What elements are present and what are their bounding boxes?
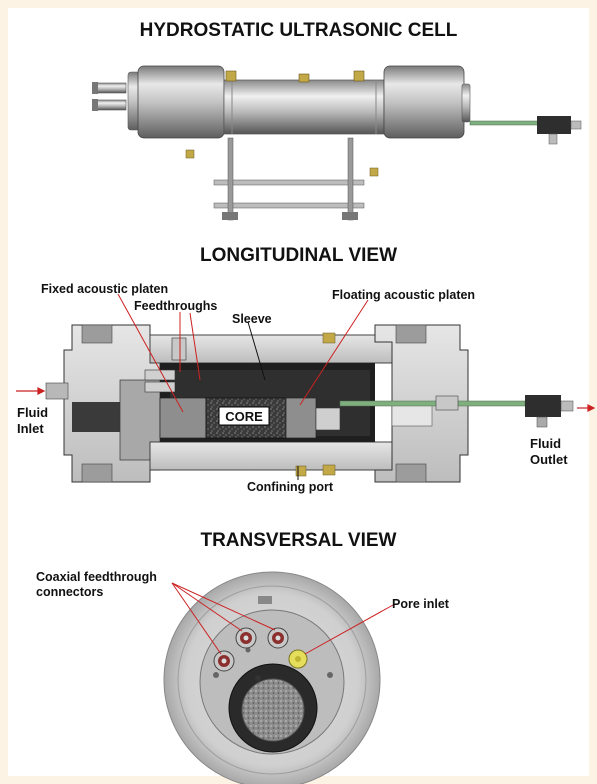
label-core: CORE bbox=[225, 409, 263, 424]
label-pore-inlet: Pore inlet bbox=[392, 597, 449, 611]
longitudinal-black-lines bbox=[247, 321, 299, 480]
transversal-leader-lines bbox=[171, 582, 394, 655]
label-confining-port: Confining port bbox=[247, 480, 334, 494]
title-hydrostatic-cell: HYDROSTATIC ULTRASONIC CELL bbox=[139, 20, 458, 41]
longitudinal-leader-lines bbox=[117, 293, 369, 413]
transversal-view bbox=[163, 571, 381, 784]
fluid-arrows bbox=[16, 387, 596, 412]
longitudinal-section bbox=[45, 324, 574, 483]
title-transversal-view: TRANSVERSAL VIEW bbox=[200, 530, 397, 551]
label-feedthroughs: Feedthroughs bbox=[134, 299, 218, 313]
label-fluid-inlet-line1: Fluid bbox=[17, 405, 49, 420]
label-fluid-outlet-line2: Outlet bbox=[530, 452, 568, 467]
label-sleeve: Sleeve bbox=[232, 312, 272, 326]
label-coaxial-line2: connectors bbox=[36, 585, 104, 599]
label-floating-acoustic-platen: Floating acoustic platen bbox=[332, 288, 476, 302]
title-longitudinal-view: LONGITUDINAL VIEW bbox=[199, 245, 398, 266]
label-fixed-acoustic-platen: Fixed acoustic platen bbox=[41, 282, 169, 296]
label-fluid-inlet-line2: Inlet bbox=[17, 421, 44, 436]
label-coaxial-line1: Coaxial feedthrough bbox=[36, 570, 157, 584]
coaxial-connector-left bbox=[213, 650, 235, 672]
label-fluid-outlet-line1: Fluid bbox=[530, 436, 562, 451]
coaxial-connector-mid bbox=[235, 627, 257, 649]
cell-3d-view bbox=[92, 65, 582, 221]
pore-inlet-port bbox=[288, 649, 308, 669]
coaxial-connector-right bbox=[267, 627, 289, 649]
